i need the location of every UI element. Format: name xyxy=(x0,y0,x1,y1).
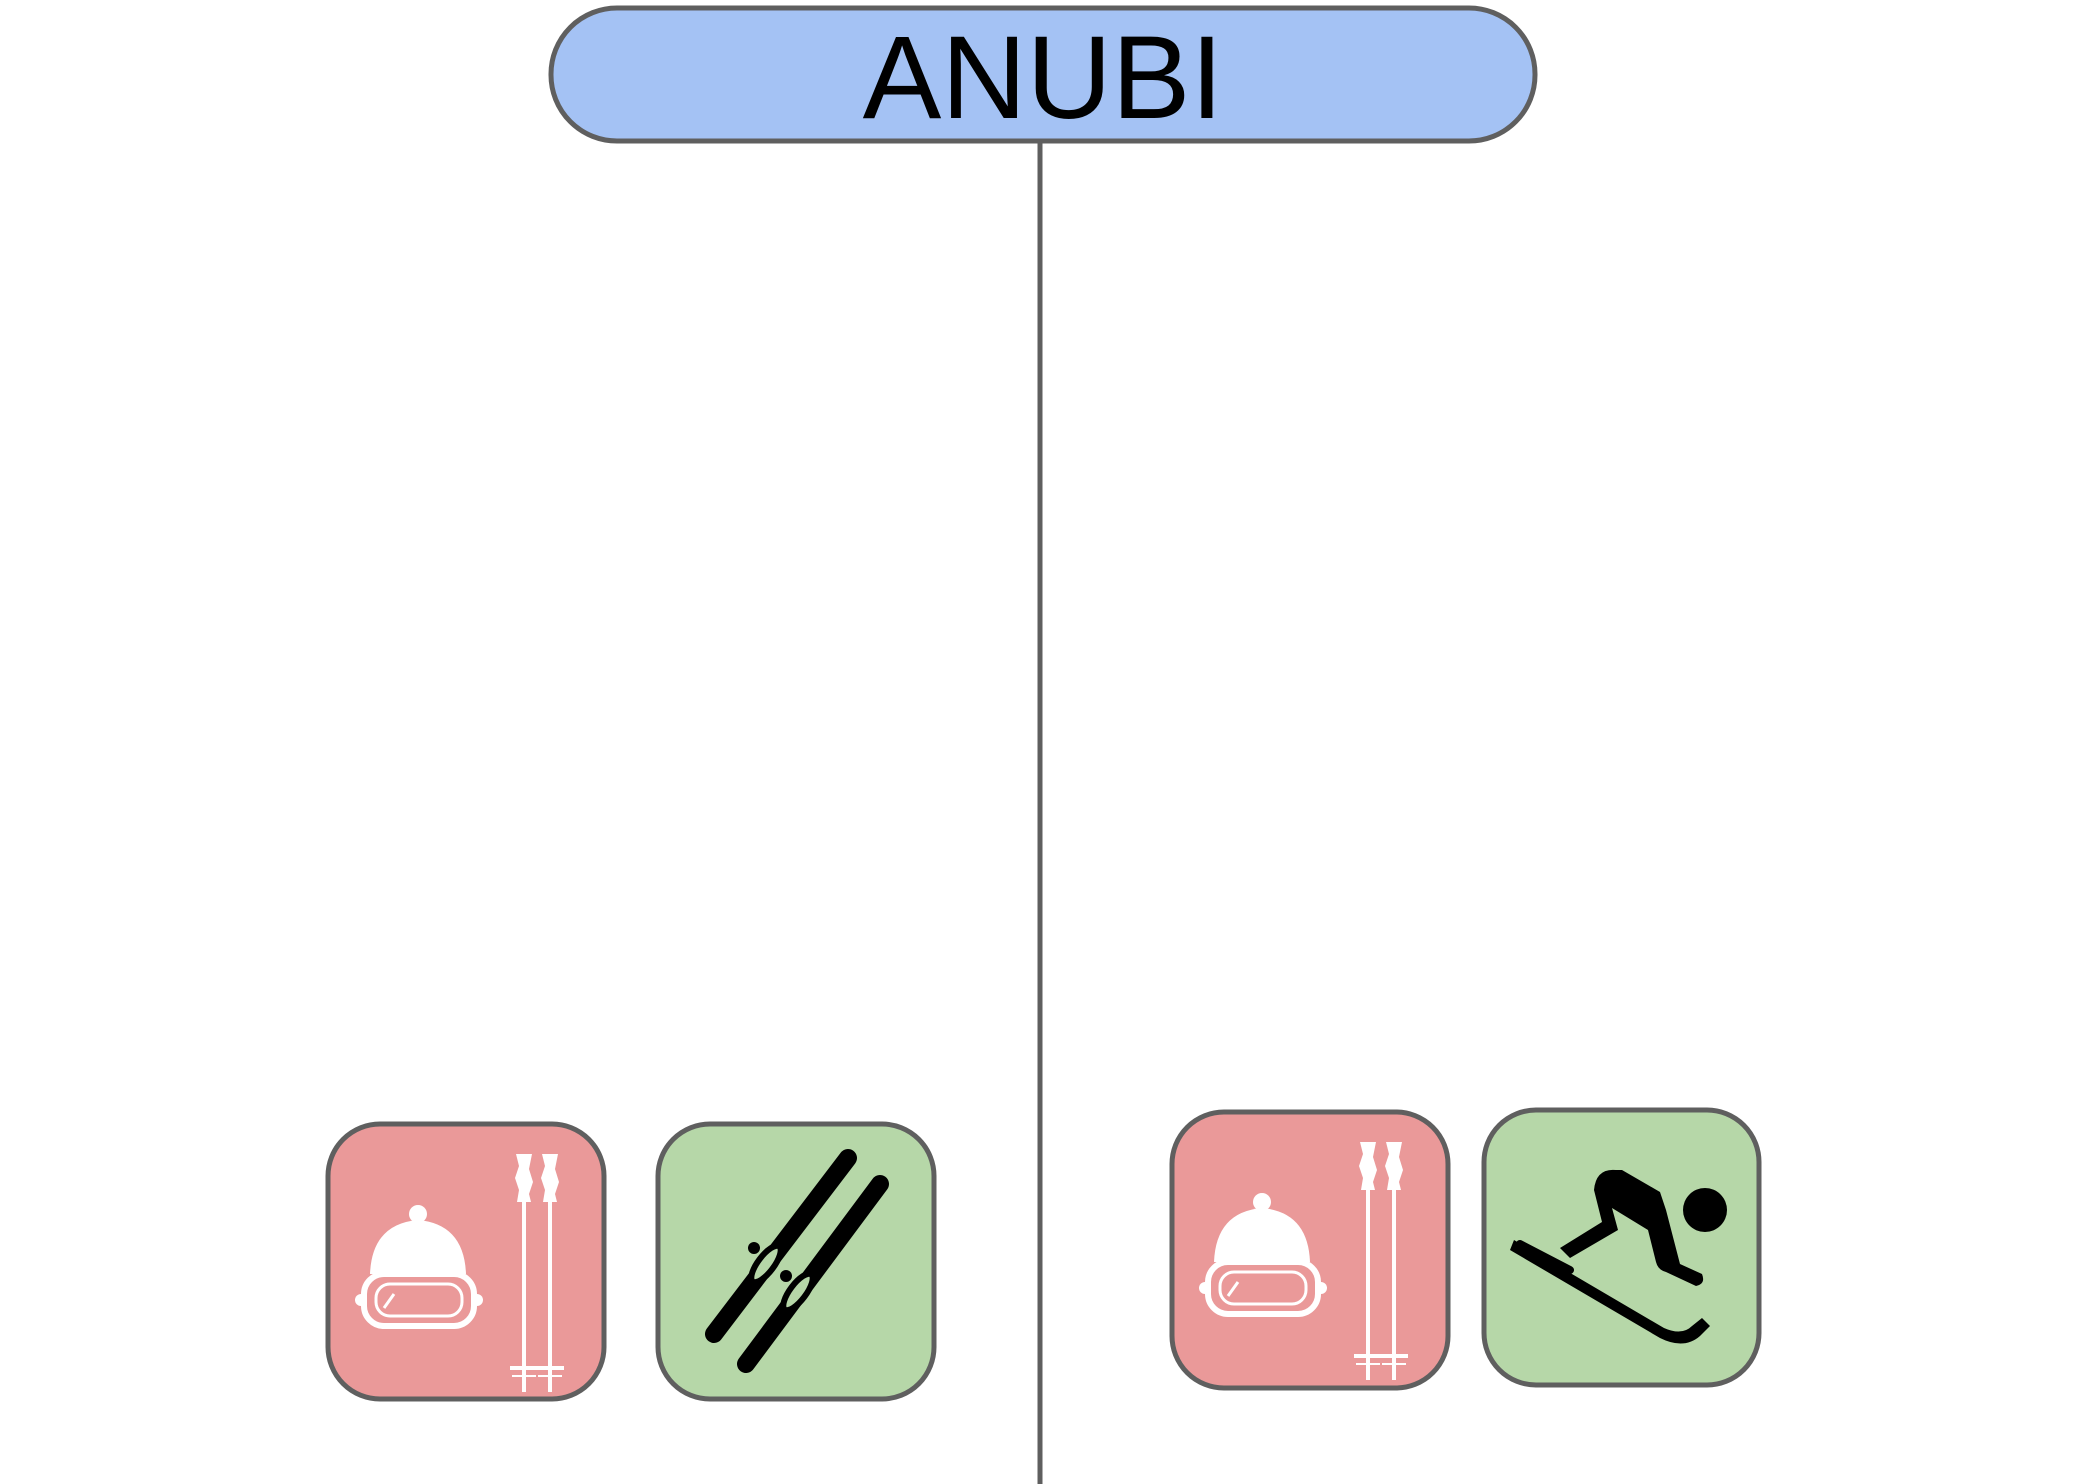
beanie-goggles-icon xyxy=(355,1205,483,1329)
ski-poles-icon xyxy=(1354,1142,1408,1380)
title-pill xyxy=(548,5,1538,144)
card-background xyxy=(1481,1107,1762,1388)
card-background xyxy=(1169,1109,1451,1391)
left-skis-card xyxy=(655,1121,937,1402)
beanie-goggles-icon xyxy=(1199,1193,1327,1317)
ski-poles-icon xyxy=(510,1154,564,1392)
title-node: ANUBI xyxy=(548,5,1538,144)
card-background xyxy=(655,1121,937,1402)
skis-icon xyxy=(705,1149,889,1373)
right-skier-card xyxy=(1481,1107,1762,1388)
right-gear-card xyxy=(1169,1109,1451,1391)
downhill-skier-icon xyxy=(1510,1169,1727,1344)
card-background xyxy=(325,1121,607,1402)
left-gear-card xyxy=(325,1121,607,1402)
title-label: ANUBI xyxy=(863,12,1224,144)
